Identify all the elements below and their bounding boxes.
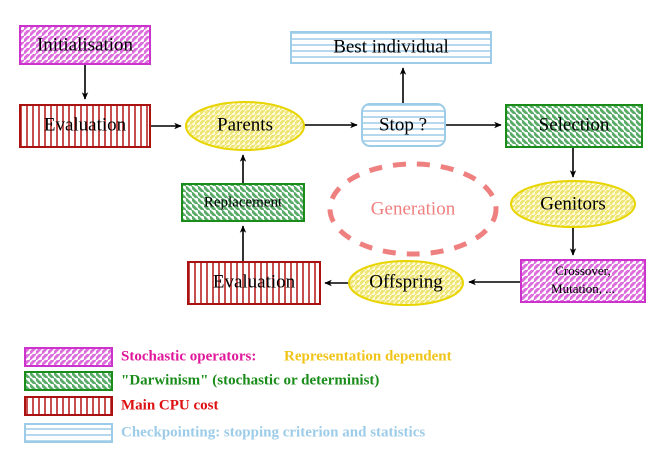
legend-swatch-stochastic-operators	[24, 347, 113, 367]
best-individual-label: Best individual	[333, 36, 449, 57]
node-initialisation[interactable]: Initialisation	[19, 25, 151, 65]
legend-label-checkpointing: Checkpointing: stopping criterion and st…	[121, 424, 425, 440]
stop-label: Stop ?	[379, 114, 427, 135]
offspring-ellipse[interactable]	[348, 260, 464, 306]
legend-label-representation-dependent: Representation dependent	[284, 348, 452, 364]
node-parents[interactable]: Parents	[185, 101, 305, 151]
mutation-label: Mutation, ...	[551, 281, 615, 296]
node-generation: Generation	[327, 161, 499, 257]
evaluation-bottom-label: Evaluation	[213, 271, 296, 292]
replacement-label: Replacement	[204, 194, 283, 210]
evaluation-top-box[interactable]	[19, 104, 151, 148]
node-evaluation-bottom[interactable]: Evaluation	[187, 261, 321, 305]
node-best-individual[interactable]: Best individual	[290, 31, 492, 64]
crossover-label: Crossover,	[555, 263, 610, 278]
selection-box[interactable]	[505, 104, 643, 148]
selection-label: Selection	[539, 114, 610, 135]
evaluation-bottom-box[interactable]	[187, 261, 321, 305]
best-individual-box[interactable]	[290, 31, 492, 64]
node-genitors[interactable]: Genitors	[510, 180, 636, 228]
stop-box[interactable]	[361, 103, 446, 147]
replacement-box[interactable]	[181, 183, 305, 222]
legend-swatch-darwinism	[24, 371, 113, 391]
legend-label-darwinism: "Darwinism" (stochastic or determinist)	[121, 372, 379, 388]
parents-ellipse[interactable]	[185, 101, 305, 151]
legend-swatch-main-cpu-cost	[24, 396, 113, 416]
generation-cycle-outline	[327, 161, 499, 257]
evaluation-top-label: Evaluation	[44, 114, 127, 135]
genitors-label: Genitors	[540, 193, 605, 214]
initialisation-box[interactable]	[19, 25, 151, 65]
node-crossover-mutation[interactable]: Crossover, Mutation, ...	[520, 259, 646, 303]
genitors-ellipse[interactable]	[510, 180, 636, 228]
node-selection[interactable]: Selection	[505, 104, 643, 148]
initialisation-label: Initialisation	[37, 34, 134, 55]
edge-layer	[81, 64, 577, 287]
offspring-label: Offspring	[369, 271, 443, 292]
node-offspring[interactable]: Offspring	[348, 260, 464, 306]
parents-label: Parents	[217, 114, 273, 135]
node-replacement[interactable]: Replacement	[181, 183, 305, 222]
legend-label-main-cpu-cost: Main CPU cost	[121, 397, 219, 413]
legend-item-stochastic-operators: Stochastic operators: Representation dep…	[24, 347, 452, 367]
node-stop[interactable]: Stop ?	[361, 103, 446, 147]
legend-item-main-cpu-cost: Main CPU cost	[24, 396, 219, 416]
legend: Stochastic operators: Representation dep…	[24, 347, 452, 443]
crossover-mutation-box[interactable]	[520, 259, 646, 303]
legend-item-darwinism: "Darwinism" (stochastic or determinist)	[24, 371, 379, 391]
legend-item-checkpointing: Checkpointing: stopping criterion and st…	[24, 423, 425, 443]
generation-label: Generation	[371, 198, 456, 219]
legend-label-stochastic-operators: Stochastic operators:	[121, 348, 256, 364]
node-evaluation-top[interactable]: Evaluation	[19, 104, 151, 148]
legend-swatch-checkpointing	[24, 423, 113, 443]
